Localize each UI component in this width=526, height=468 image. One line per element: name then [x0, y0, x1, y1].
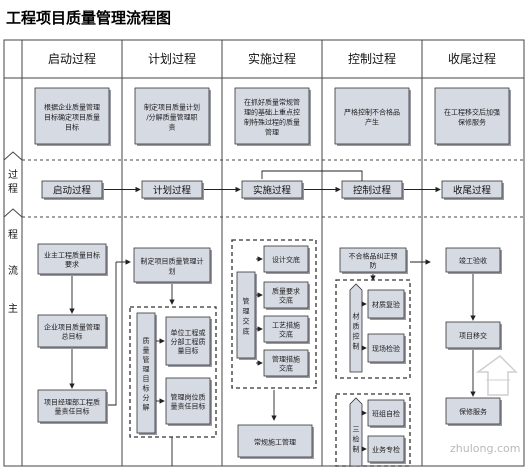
svg-text:程: 程 — [8, 183, 18, 195]
side-label-process: 过 — [8, 168, 18, 181]
outer-frame — [3, 39, 525, 467]
goal-box — [334, 87, 410, 145]
column-header: 计划过程 — [148, 51, 196, 66]
target-vertical-text: 质量管理目标分解 — [143, 336, 150, 412]
goal-text: 在抓好质量常规管理的基础上重点控制特殊过程的质量管理 — [244, 98, 300, 137]
handover-item-text: 设计交底 — [272, 255, 300, 264]
handover-vertical — [236, 271, 256, 359]
check-group — [335, 393, 411, 467]
handover-item — [263, 245, 309, 273]
nonconform-text: 不合格品纠正预防 — [349, 252, 398, 270]
watermark: zhulong.com — [450, 442, 520, 455]
handover-vertical-text: 管理交底 — [243, 297, 250, 336]
column-header: 启动过程 — [48, 51, 96, 66]
process-label: 控制过程 — [353, 185, 392, 197]
column-header: 控制过程 — [348, 51, 396, 66]
process-box — [241, 180, 303, 199]
col1-box — [37, 243, 107, 275]
column-header: 收尾过程 — [448, 51, 496, 66]
handover-group — [231, 239, 317, 389]
col1-text: 企业项目质量管理总目标 — [44, 323, 100, 341]
process-box — [141, 180, 203, 199]
plan-text: 制定项目质量管理计划 — [141, 257, 204, 276]
goal-text: 严格控制不合格品产生 — [344, 108, 400, 127]
side-label-main: 程 — [8, 229, 18, 241]
process-label: 启动过程 — [53, 185, 92, 197]
handover-item — [263, 315, 309, 343]
sub-target-2 — [165, 377, 211, 425]
plan-box — [133, 247, 211, 283]
goal-box — [34, 87, 110, 145]
closing-text: 项目移交 — [459, 331, 487, 340]
check-item — [367, 399, 405, 427]
handover-item-text: 工艺措施交底 — [272, 321, 300, 339]
process-box — [341, 180, 403, 199]
handover-item — [263, 349, 309, 377]
sub-target-text: 管理岗位质量责任目标 — [171, 393, 206, 411]
goal-text: 在工程移交后加强保修服务 — [444, 108, 500, 127]
material-item-text: 现场检验 — [372, 344, 400, 353]
closing-text: 保修服务 — [459, 407, 487, 416]
material-group — [335, 279, 411, 379]
target-vertical — [136, 312, 156, 434]
svg-text:主: 主 — [8, 303, 18, 315]
sub-target-text: 单位工程或分部工程质量目标 — [171, 328, 206, 355]
handover-item-text: 质量要求交底 — [272, 287, 300, 305]
routine-box — [237, 424, 313, 458]
material-item-text: 材质复验 — [372, 300, 400, 309]
col1-box — [37, 314, 107, 348]
process-label: 收尾过程 — [453, 185, 492, 197]
handover-item — [263, 281, 309, 309]
check-item — [367, 435, 405, 463]
handover-item-text: 管理措施交底 — [272, 355, 300, 373]
process-box — [441, 180, 503, 199]
process-label: 计划过程 — [153, 185, 192, 197]
routine-text: 常规施工管理 — [254, 438, 296, 447]
process-label: 实施过程 — [253, 185, 292, 197]
goal-box — [434, 87, 510, 145]
goal-box — [134, 87, 210, 145]
goal-text: 根据企业质量管理目标确定项目质量目标 — [44, 103, 100, 132]
col1-text: 业主工程质量目标要求 — [44, 251, 100, 269]
column-header: 实施过程 — [248, 51, 296, 66]
col1-box — [37, 389, 107, 423]
closing-box — [445, 397, 501, 425]
closing-text: 竣工验收 — [459, 256, 487, 265]
sub-target-1 — [165, 316, 211, 366]
svg-text:流: 流 — [8, 264, 18, 277]
plan-group — [129, 306, 217, 438]
process-box — [41, 180, 103, 199]
check-item-text: 班组自检 — [372, 409, 400, 418]
check-vertical-text: 三检制 — [353, 426, 360, 454]
nonconform-box — [339, 247, 407, 273]
closing-box — [445, 321, 501, 349]
material-vertical-text: 材质控制 — [353, 312, 360, 351]
check-item-text: 业务专检 — [372, 445, 400, 454]
goal-box — [234, 87, 310, 145]
material-item — [367, 333, 405, 363]
goal-text: 制定项目质量计划/分解质量管理职责 — [144, 103, 200, 132]
page-title: 工程项目质量管理流程图 — [6, 9, 172, 27]
col1-text: 项目经理部工程质量责任目标 — [44, 398, 100, 416]
material-item — [367, 289, 405, 319]
closing-box — [445, 247, 501, 273]
